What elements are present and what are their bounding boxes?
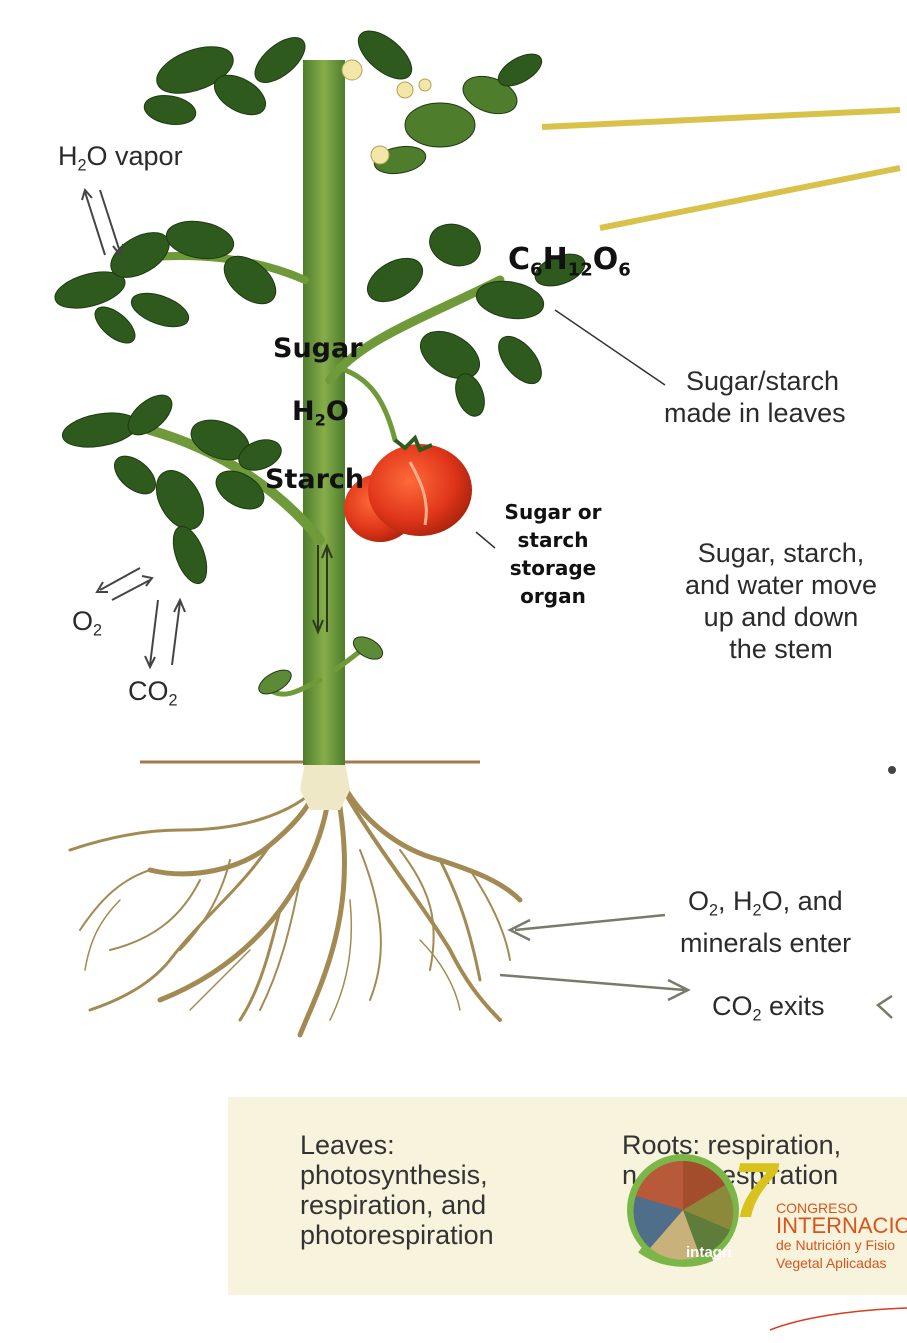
- logo-number: 7: [733, 1150, 776, 1230]
- pointer-line-upper: [542, 110, 900, 127]
- label-storage-organ: Sugar or starch storage organ: [488, 498, 618, 610]
- pointer-sugar-starch-leaves: [555, 310, 665, 385]
- legend-roots: Roots: respiration, norespiration: [622, 1130, 841, 1190]
- o2-arrows: [97, 568, 152, 600]
- logo-brand: intagri: [686, 1244, 732, 1261]
- label-formula: C6H12O6: [508, 242, 631, 280]
- label-co2-exits: CO2 exits: [712, 990, 825, 1032]
- label-o2: O2: [72, 605, 102, 647]
- logo-swoosh: [770, 1308, 907, 1330]
- label-h2o-vapor: H2O vapor: [58, 140, 183, 182]
- label-co2: CO2: [128, 675, 178, 717]
- co2-arrows: [145, 600, 185, 667]
- label-sugar: Sugar: [273, 333, 363, 364]
- cropped-dot: [888, 766, 896, 774]
- pointer-line-lower: [600, 168, 900, 228]
- root-collar: [300, 762, 350, 810]
- label-h2o-stem: H2O: [292, 396, 349, 430]
- vapor-arrows: [82, 190, 123, 255]
- logo-line-nutricion: de Nutrición y Fisio: [776, 1237, 895, 1253]
- logo-line-internacional: INTERNACIONA: [776, 1214, 907, 1238]
- label-starch: Starch: [265, 464, 364, 495]
- logo-line-vegetal: Vegetal Aplicadas: [776, 1255, 887, 1271]
- label-sugar-starch-leaves: Sugar/starch made in leaves: [664, 365, 907, 429]
- root-system: [70, 775, 520, 1035]
- label-stem-movement: Sugar, starch, and water move up and dow…: [655, 537, 907, 665]
- label-roots-enter: O2, H2O, and minerals enter: [680, 885, 851, 959]
- legend-leaves: Leaves: photosynthesis, respiration, and…: [300, 1130, 494, 1250]
